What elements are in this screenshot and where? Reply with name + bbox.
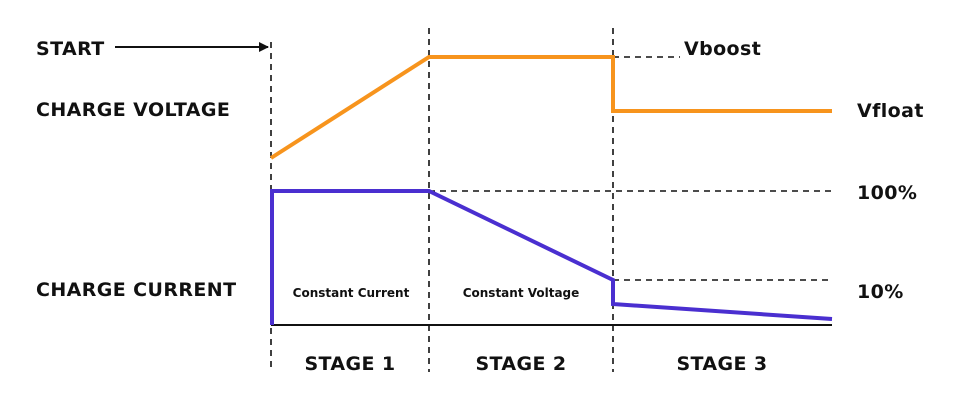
constant-voltage-label: Constant Voltage [463,286,580,300]
vfloat-label: Vfloat [857,100,924,122]
charge-voltage-curve [269,55,832,160]
current-10pct-label: 10% [857,281,904,303]
constant-current-label: Constant Current [293,286,410,300]
charge-current-label: CHARGE CURRENT [36,279,236,301]
start-label: START [36,38,105,60]
charge-voltage-label: CHARGE VOLTAGE [36,99,230,121]
stage-1-label: STAGE 1 [304,353,395,375]
vboost-label: Vboost [684,38,761,60]
stage-2-label: STAGE 2 [475,353,566,375]
charge-current-curve [270,189,833,325]
stage-3-label: STAGE 3 [676,353,767,375]
current-100pct-label: 100% [857,182,917,204]
